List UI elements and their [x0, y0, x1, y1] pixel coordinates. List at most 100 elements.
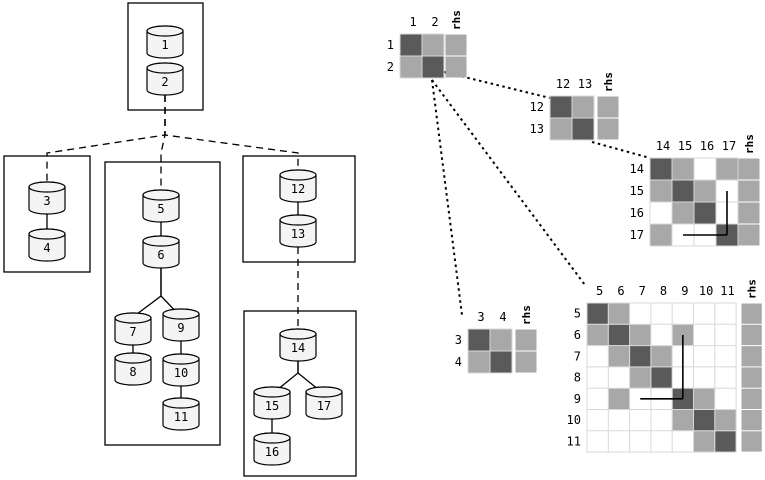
matrix-col-label: 8 [660, 284, 667, 298]
nonzero-entry-5-6 [608, 303, 630, 324]
tree-node-15: 15 [253, 386, 291, 420]
matrix-col-label: 17 [722, 139, 736, 153]
diagonal-entry-11-11 [715, 431, 736, 452]
diagonal-entry-16-16 [694, 202, 716, 224]
nonzero-entry-9-6 [608, 388, 630, 409]
matrix-col-label: 7 [639, 284, 646, 298]
cylinder-top [114, 312, 152, 324]
nonzero-entry-3-4 [490, 329, 512, 351]
cylinder-top [253, 386, 291, 398]
tree-node-label: 13 [291, 227, 305, 241]
diagonal-entry-3-3 [468, 329, 490, 351]
matrix-col-label: 5 [596, 284, 603, 298]
matrix-row-label: 5 [574, 307, 581, 321]
nonzero-entry-6-9 [672, 324, 693, 346]
rhs-entry-15 [738, 180, 760, 202]
diagonal-entry-12-12 [550, 96, 572, 118]
tree-node-label: 1 [161, 38, 168, 52]
tree-node-label: 17 [317, 399, 331, 413]
diagonal-entry-1-1 [400, 34, 422, 56]
tree-node-label: 4 [43, 241, 50, 255]
matrix-row-label: 17 [630, 228, 644, 242]
matrix-col-label: 6 [617, 284, 624, 298]
matrix-row-label: 8 [574, 371, 581, 385]
matrix-row-label: 7 [574, 349, 581, 363]
tree-node-label: 3 [43, 194, 50, 208]
tree-node-1: 1 [146, 25, 184, 59]
cylinder-top [162, 308, 200, 320]
rhs-entry-13 [597, 118, 619, 140]
rhs-label: rhs [450, 10, 463, 30]
nonzero-entry-1-2 [422, 34, 444, 56]
matrix-row-label: 1 [387, 38, 394, 52]
nonzero-entry-14-15 [672, 158, 694, 180]
diagonal-entry-7-7 [630, 346, 651, 367]
matrix-row-label: 2 [387, 60, 394, 74]
cylinder-top [146, 62, 184, 74]
diagonal-entry-14-14 [650, 158, 672, 180]
matrix-col-label: 16 [700, 139, 714, 153]
diagonal-entry-13-13 [572, 118, 594, 140]
cylinder-top [279, 214, 317, 226]
rhs-entry-17 [738, 224, 760, 246]
nonzero-entry-13-12 [550, 118, 572, 140]
nonzero-entry-14-17 [716, 158, 738, 180]
tree-node-5: 5 [142, 189, 180, 223]
tree-edge-2-12 [164, 95, 299, 170]
diagonal-entry-15-15 [672, 180, 694, 202]
matrix-row-label: 16 [630, 206, 644, 220]
matrix-col-label: 13 [578, 77, 592, 91]
tree-node-label: 11 [174, 410, 188, 424]
subtree-box-12-13 [242, 155, 356, 263]
matrix-col-label: 15 [678, 139, 692, 153]
nonzero-entry-7-6 [608, 346, 630, 367]
rhs-entry-9 [741, 388, 762, 409]
rhs-entry-14 [738, 158, 760, 180]
matrix-row-label: 4 [455, 355, 462, 369]
tree-node-label: 12 [291, 182, 305, 196]
nonzero-entry-15-16 [694, 180, 716, 202]
matrix-row-label: 3 [455, 333, 462, 347]
rhs-entry-2 [445, 56, 467, 78]
tree-node-label: 10 [174, 366, 188, 380]
tree-node-10: 10 [162, 353, 200, 387]
cylinder-top [142, 235, 180, 247]
link-front-12-13-to-front-14-17 [591, 141, 651, 159]
nonzero-entry-16-15 [672, 202, 694, 224]
nonzero-entry-2-1 [400, 56, 422, 78]
diagonal-entry-2-2 [422, 56, 444, 78]
tree-node-8: 8 [114, 352, 152, 386]
nonzero-entry-9-10 [694, 388, 715, 409]
rhs-entry-12 [597, 96, 619, 118]
nonzero-entry-8-7 [630, 367, 651, 388]
diagonal-entry-5-5 [587, 303, 608, 324]
nonzero-entry-12-13 [572, 96, 594, 118]
tree-node-14: 14 [279, 328, 317, 362]
nonzero-entry-7-8 [651, 346, 672, 367]
nonzero-entry-15-14 [650, 180, 672, 202]
rhs-label: rhs [746, 279, 759, 299]
tree-node-label: 15 [265, 399, 279, 413]
nonzero-entry-10-11 [715, 410, 736, 431]
tree-node-4: 4 [28, 228, 66, 262]
tree-node-6: 6 [142, 235, 180, 269]
nonzero-entry-11-10 [694, 431, 715, 452]
matrix-row-label: 11 [567, 434, 581, 448]
rhs-entry-11 [741, 431, 762, 452]
diagonal-entry-10-10 [694, 410, 715, 431]
matrix-row-label: 9 [574, 392, 581, 406]
cylinder-top [162, 353, 200, 365]
rhs-entry-1 [445, 34, 467, 56]
matrix-col-label: 10 [699, 284, 713, 298]
matrix-row-label: 6 [574, 328, 581, 342]
rhs-entry-6 [741, 324, 762, 346]
cylinder-top [146, 25, 184, 37]
tree-node-label: 5 [157, 202, 164, 216]
tree-node-11: 11 [162, 397, 200, 431]
matrix-col-label: 4 [499, 310, 506, 324]
